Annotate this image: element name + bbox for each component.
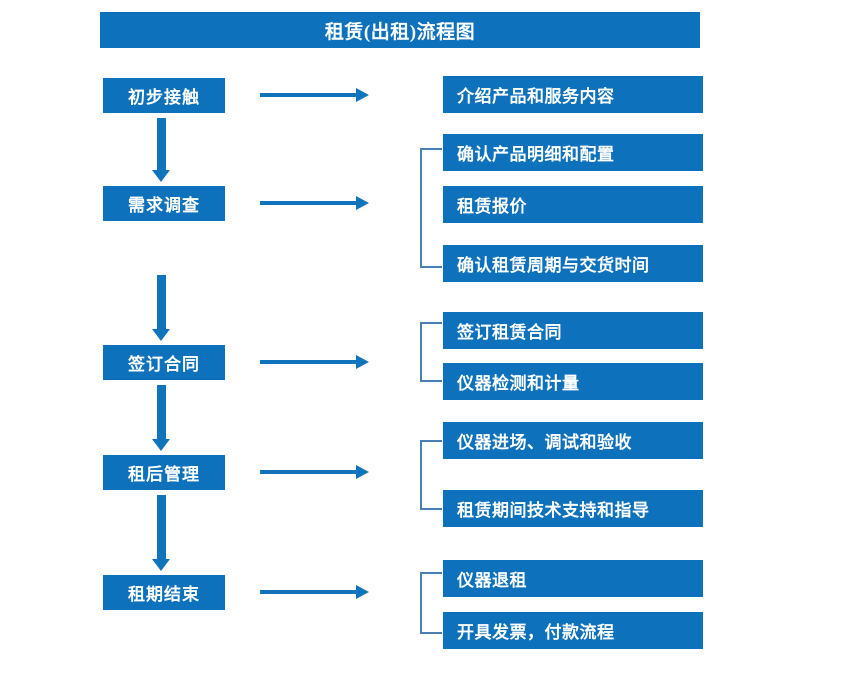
stage-box-initial-contact[interactable]: 初步接触	[103, 78, 225, 113]
arrow-right-post-rental-management	[260, 465, 370, 479]
detail-box-technical-support[interactable]: 租赁期间技术支持和指导	[443, 490, 703, 527]
detail-box-rental-quote[interactable]: 租赁报价	[443, 186, 703, 223]
bracket-lease-end-group	[420, 572, 442, 634]
arrow-shaft	[157, 118, 166, 170]
bracket-sign-contract-group	[420, 322, 442, 382]
detail-box-instrument-inspection[interactable]: 仪器检测和计量	[443, 363, 703, 400]
arrow-shaft	[260, 470, 358, 474]
arrow-shaft	[260, 201, 358, 205]
bracket-needs-survey-group	[420, 148, 442, 268]
stage-box-needs-survey[interactable]: 需求调查	[103, 186, 225, 221]
arrow-head	[356, 196, 369, 210]
detail-box-sign-lease-contract[interactable]: 签订租赁合同	[443, 312, 703, 349]
arrow-head	[356, 355, 369, 369]
detail-box-instrument-onsite-commissioning[interactable]: 仪器进场、调试和验收	[443, 422, 703, 459]
arrow-shaft	[157, 275, 166, 329]
arrow-shaft	[157, 495, 166, 559]
arrow-down-sign-contract-to-post-rental	[152, 385, 170, 451]
arrow-head	[356, 585, 369, 599]
detail-box-introduce-products[interactable]: 介绍产品和服务内容	[443, 76, 703, 113]
arrow-down-initial-contact-to-needs-survey	[152, 118, 170, 182]
detail-box-instrument-return[interactable]: 仪器退租	[443, 560, 703, 597]
arrow-head	[152, 170, 170, 182]
arrow-head	[356, 465, 369, 479]
arrow-shaft	[260, 590, 358, 594]
arrow-shaft	[260, 93, 358, 97]
arrow-shaft	[260, 360, 358, 364]
arrow-right-initial-contact	[260, 88, 370, 102]
stage-box-post-rental-management[interactable]: 租后管理	[103, 455, 225, 490]
detail-box-confirm-lease-period[interactable]: 确认租赁周期与交货时间	[443, 245, 703, 282]
arrow-right-sign-contract	[260, 355, 370, 369]
detail-box-confirm-product-spec[interactable]: 确认产品明细和配置	[443, 134, 703, 171]
bracket-post-rental-group	[420, 440, 442, 510]
arrow-right-needs-survey	[260, 196, 370, 210]
stage-box-sign-contract[interactable]: 签订合同	[103, 345, 225, 380]
stage-box-lease-end[interactable]: 租期结束	[103, 575, 225, 610]
detail-box-invoice-payment[interactable]: 开具发票，付款流程	[443, 612, 703, 649]
arrow-down-post-rental-to-lease-end	[152, 495, 170, 571]
arrow-head	[356, 88, 369, 102]
arrow-head	[152, 439, 170, 451]
arrow-head	[152, 329, 170, 341]
arrow-head	[152, 559, 170, 571]
arrow-shaft	[157, 385, 166, 439]
page-title: 租赁(出租)流程图	[100, 12, 700, 48]
arrow-right-lease-end	[260, 585, 370, 599]
arrow-down-needs-survey-to-sign-contract	[152, 275, 170, 341]
